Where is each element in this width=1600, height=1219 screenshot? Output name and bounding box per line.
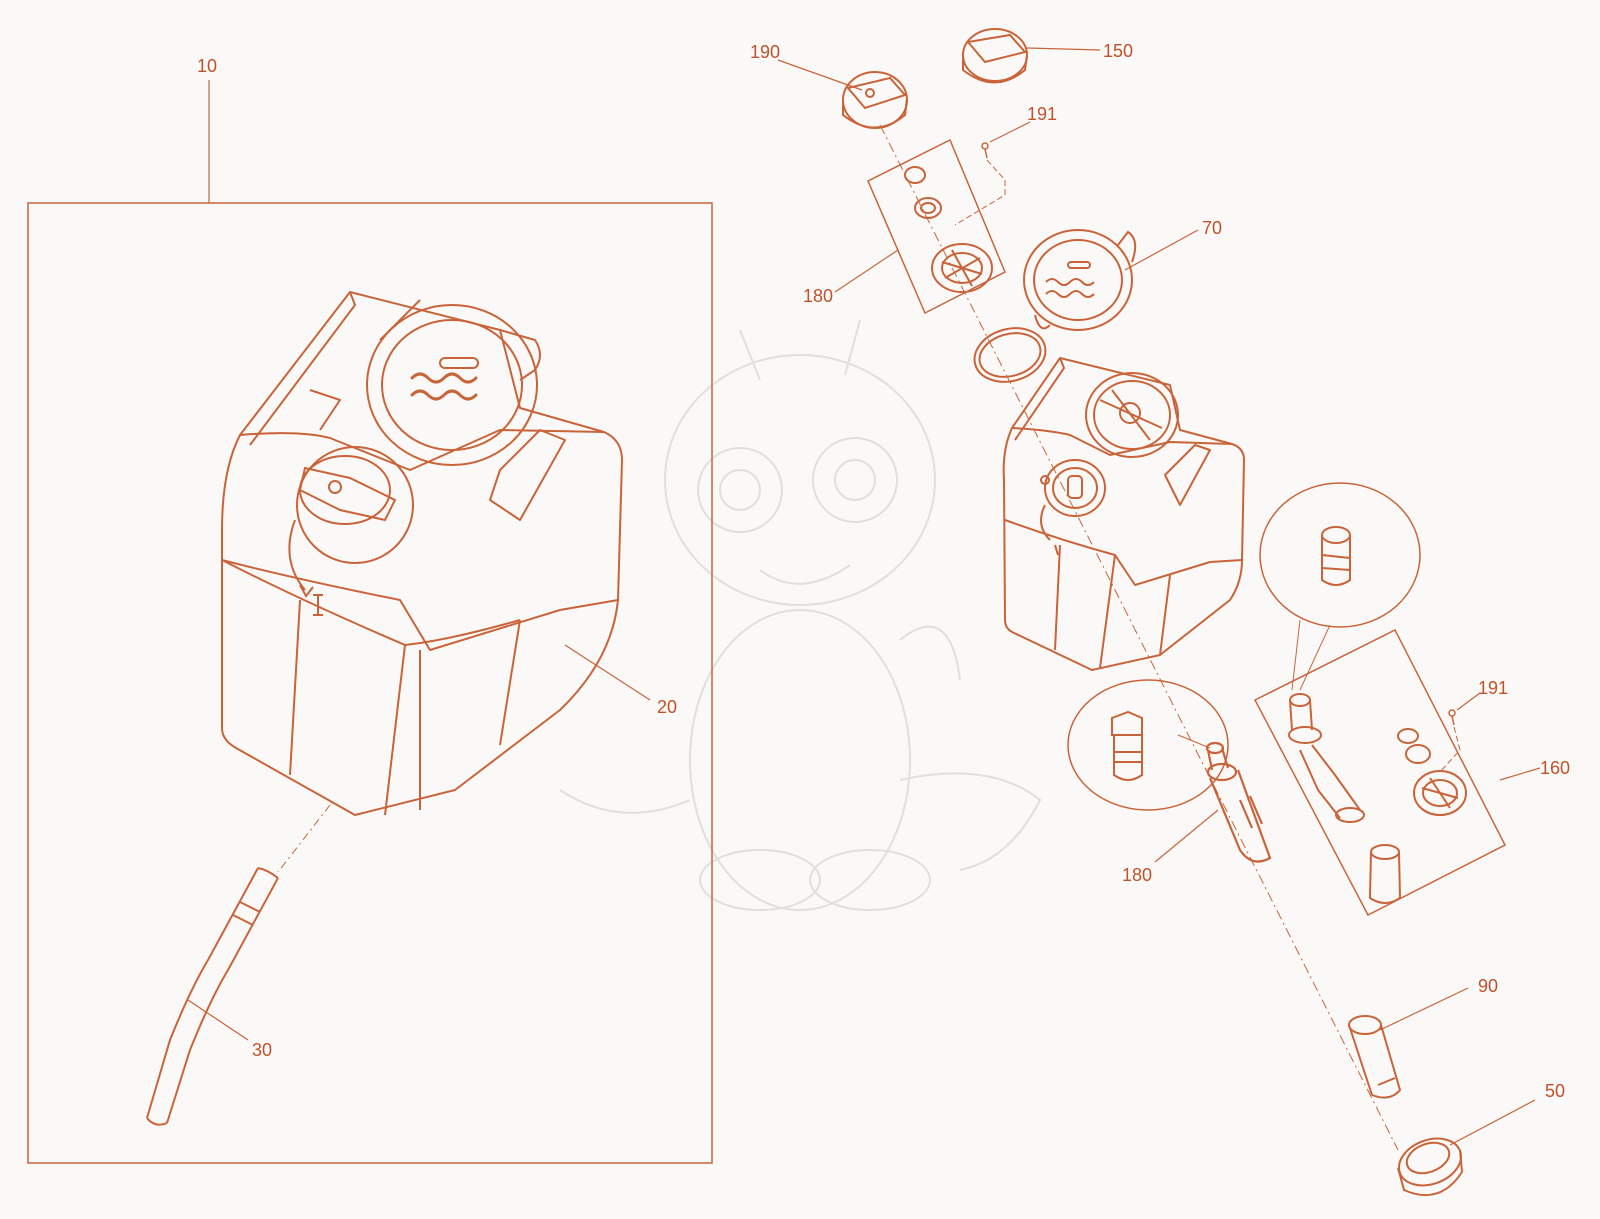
callout-191-mid: 191 (1478, 678, 1508, 698)
callout-50: 50 (1545, 1081, 1565, 1101)
leader-line-bubble-pump-2 (1299, 624, 1331, 691)
leader-line-180-bottom (1154, 809, 1219, 863)
callout-190: 190 (750, 42, 780, 62)
tank-small-fill-opening (1085, 372, 1179, 458)
callout-180-top: 180 (803, 286, 833, 306)
leader-line-70 (1124, 229, 1199, 271)
subassembly-180-top-frame (867, 138, 1006, 315)
tank-small (1002, 357, 1245, 671)
assembly-10-frame (27, 202, 713, 1164)
callout-10: 10 (197, 56, 217, 76)
leader-line-160 (1499, 767, 1541, 781)
leader-line-191-mid (1456, 692, 1481, 711)
o-ring (973, 327, 1047, 383)
callout-90: 90 (1478, 976, 1498, 996)
axis-line-hose (277, 804, 331, 873)
detail-bubble-pump-bottom (1067, 679, 1229, 811)
dragon-watermark-icon (559, 319, 1042, 911)
callout-191-top: 191 (1027, 104, 1057, 124)
callout-160: 160 (1540, 758, 1570, 778)
cap-part-190 (842, 71, 908, 129)
hose-part-30 (146, 867, 279, 1126)
leader-line-90 (1379, 987, 1469, 1031)
subassembly-160-frame (1253, 628, 1507, 917)
pump-detail-part-bottom (1111, 710, 1143, 781)
nut-part-50 (1397, 1137, 1464, 1197)
leader-line-30 (187, 999, 249, 1041)
pump-detail-part (1321, 526, 1351, 586)
callout-180-bottom: 180 (1122, 865, 1152, 885)
callout-20: 20 (657, 697, 677, 717)
leader-line-50 (1449, 1099, 1536, 1146)
cap-part-70 (1023, 229, 1137, 331)
leader-line-bubble-bottom (1177, 734, 1211, 749)
pump-parts-160 (1288, 693, 1467, 904)
water-wave-icon (410, 372, 478, 401)
pump-part-180 (1205, 741, 1272, 863)
detail-bubble-pump (1259, 482, 1421, 628)
leader-line-150 (1026, 47, 1101, 51)
callout-150: 150 (1103, 41, 1133, 61)
screw-part-191-mid (1448, 709, 1456, 726)
axis-line-main (879, 124, 1399, 1151)
callout-30: 30 (252, 1040, 272, 1060)
leader-line-bubble-pump (1291, 619, 1301, 691)
screw-part-191-top (981, 142, 989, 159)
tank-large (221, 291, 623, 816)
leader-line-20 (564, 644, 651, 701)
callout-70: 70 (1202, 218, 1222, 238)
sleeve-part-90 (1348, 1015, 1402, 1099)
large-tank-small-cap (288, 446, 414, 616)
valve-parts-top (904, 166, 993, 293)
axis-line-191-top (954, 159, 1006, 226)
leader-line-191-top (989, 121, 1031, 143)
axis-line-191-mid (1439, 726, 1461, 773)
tank-small-cap (1040, 459, 1106, 556)
cap-part-150 (962, 28, 1028, 84)
large-tank-filler-cap (366, 304, 538, 466)
leader-line-190 (777, 59, 863, 91)
leader-line-180-top (834, 249, 899, 293)
